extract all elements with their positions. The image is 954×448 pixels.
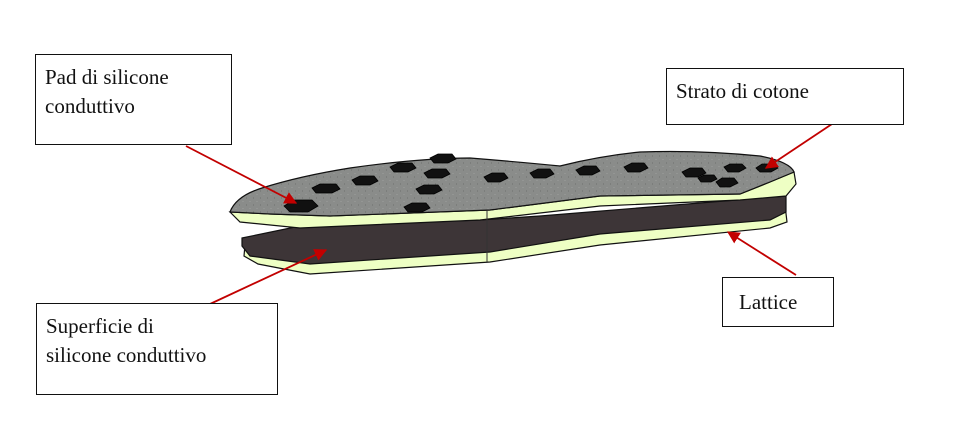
pad (429, 153, 457, 164)
pad (715, 177, 739, 188)
label-latex-line-1: Lattice (739, 290, 798, 314)
arrow-surface (209, 249, 328, 305)
pad (575, 165, 601, 176)
silicone-pads (283, 153, 779, 213)
pad (623, 162, 649, 173)
pad (697, 174, 718, 183)
pad (529, 168, 555, 179)
label-pad-silicone: Pad di silicone conduttivo (35, 54, 232, 145)
pad (403, 202, 431, 213)
pad (723, 163, 747, 173)
label-silicone-surface: Superficie di silicone conduttivo (36, 303, 278, 395)
arrow-pad (185, 145, 298, 204)
pad (483, 172, 509, 183)
label-pad-line-1: Pad di silicone (45, 65, 169, 89)
pad (389, 162, 417, 173)
label-surface-line-2: silicone conduttivo (46, 343, 207, 367)
label-cotton-line-1: Strato di cotone (676, 79, 809, 103)
arrow-cotton (764, 123, 833, 169)
pointer-arrows (185, 123, 833, 305)
label-latex: Lattice (722, 277, 834, 327)
pad (351, 175, 379, 186)
pad (415, 184, 443, 195)
label-pad-line-2: conduttivo (45, 94, 135, 118)
arrow-latex (726, 231, 797, 276)
pad (423, 168, 451, 179)
pad (311, 183, 341, 194)
pad (681, 167, 707, 178)
label-surface-line-1: Superficie di (46, 314, 154, 338)
label-cotton-layer: Strato di cotone (666, 68, 904, 125)
